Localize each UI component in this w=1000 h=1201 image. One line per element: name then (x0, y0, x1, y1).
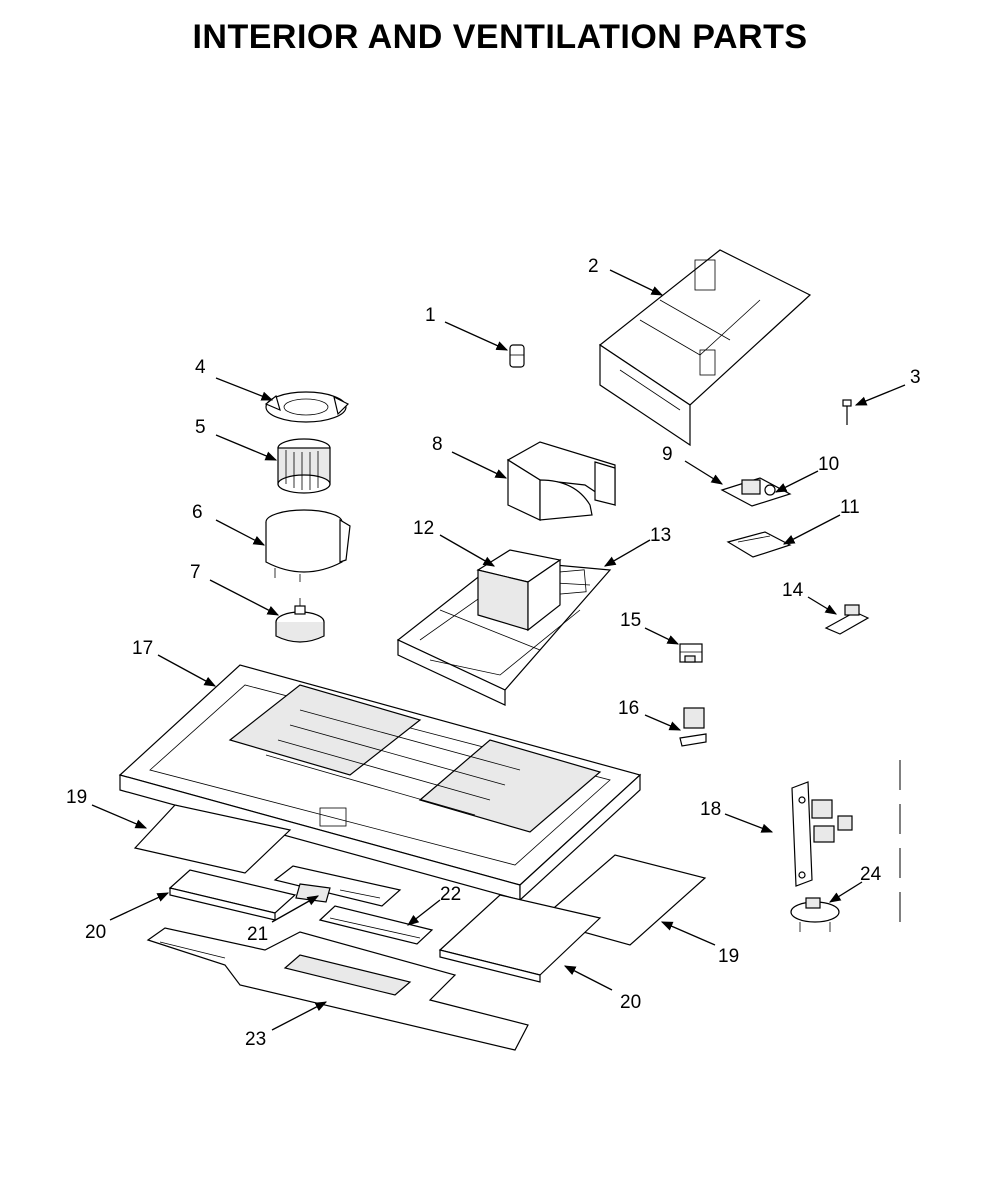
part-1-clip (509, 344, 525, 368)
callout-20-left: 20 (85, 922, 106, 943)
part-19-filter-left (133, 804, 292, 874)
callout-10: 10 (818, 454, 839, 475)
callout-19-right: 19 (718, 946, 739, 967)
callout-8: 8 (432, 434, 443, 455)
callout-4: 4 (195, 357, 206, 378)
callout-11: 11 (840, 497, 860, 518)
callout-20-right: 20 (620, 992, 641, 1013)
page-title: INTERIOR AND VENTILATION PARTS (192, 18, 808, 56)
callout-9: 9 (662, 444, 673, 465)
part-8-air-duct (506, 441, 616, 521)
part-15-switch (679, 643, 703, 663)
part-20-grease-filter-right (438, 894, 602, 983)
part-7-motor (275, 598, 325, 643)
callout-21: 21 (247, 924, 268, 945)
part-9-bracket (720, 477, 792, 507)
part-23-bottom-panel (146, 927, 529, 1051)
callout-7: 7 (190, 562, 201, 583)
callout-12: 12 (413, 518, 434, 539)
part-12-transformer (476, 549, 562, 632)
callout-5: 5 (195, 417, 206, 438)
callout-2: 2 (588, 256, 599, 277)
callout-23: 23 (245, 1029, 266, 1050)
part-6-housing (265, 509, 351, 582)
part-4-orifice (264, 391, 350, 423)
part-16-switch (679, 707, 707, 747)
part-22-lens (318, 905, 434, 945)
callout-17: 17 (132, 638, 153, 659)
leader-lines (91, 269, 906, 1031)
callout-3: 3 (910, 367, 921, 388)
callout-22: 22 (440, 884, 461, 905)
callout-15: 15 (620, 610, 641, 631)
callout-14: 14 (782, 580, 804, 601)
callout-19-left: 19 (66, 787, 87, 808)
part-5-blower-wheel (277, 438, 331, 494)
callout-13: 13 (650, 525, 671, 546)
part-14-clip (824, 604, 870, 635)
callout-16: 16 (618, 698, 639, 719)
part-3-screw (842, 399, 852, 425)
part-18-switch-assembly (791, 781, 853, 887)
part-24-sensor (790, 897, 840, 932)
part-21-cover (273, 865, 402, 907)
part-17-frame (118, 664, 642, 902)
part-20-grease-filter-left (168, 869, 297, 921)
callout-24: 24 (860, 864, 882, 885)
part-11-plate (726, 531, 792, 558)
part-2-bracket (598, 249, 812, 447)
callout-1: 1 (425, 305, 436, 326)
callout-18: 18 (700, 799, 721, 820)
callout-6: 6 (192, 502, 203, 523)
callout-labels: 1 2 3 4 5 6 7 8 9 10 11 12 13 14 15 16 1… (66, 256, 921, 1050)
